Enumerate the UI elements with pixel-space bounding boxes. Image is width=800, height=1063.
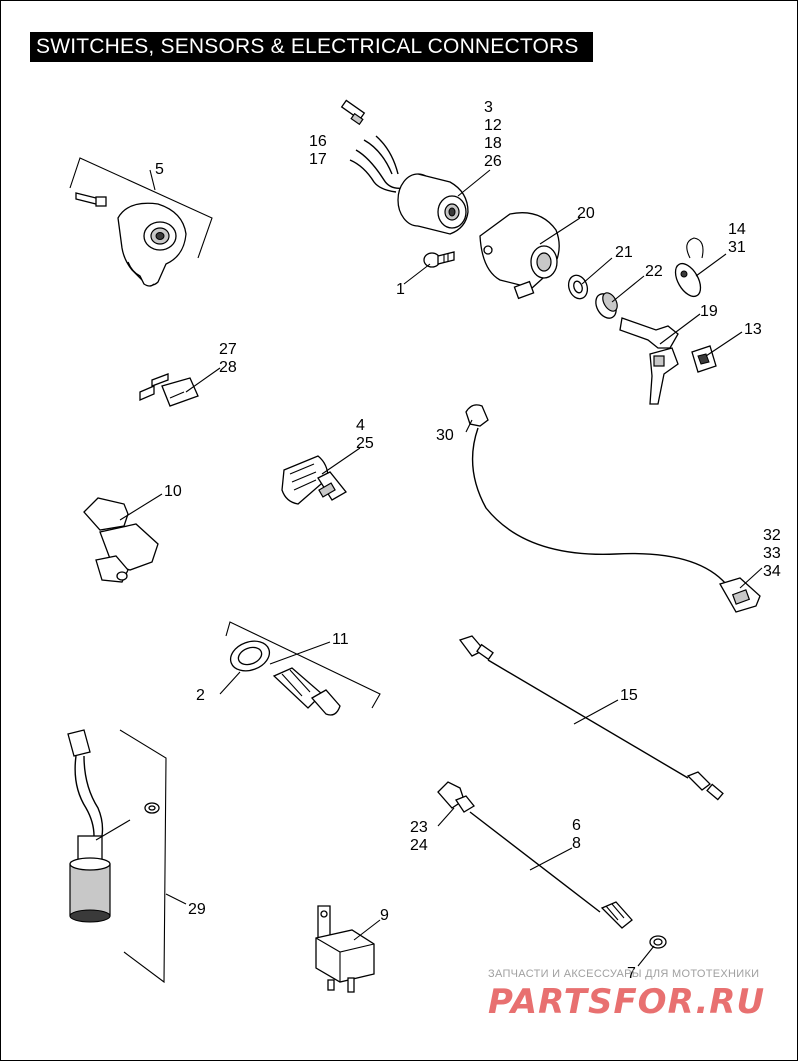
callout-16: 16 <box>309 133 327 150</box>
callout-22: 22 <box>645 263 663 280</box>
callout-17: 17 <box>309 151 327 168</box>
callout-10: 10 <box>164 483 182 500</box>
watermark-logo: PARTSFOR.RU <box>488 982 766 1022</box>
part-29-sender[interactable] <box>67 729 111 923</box>
part-4-pressure-switch[interactable] <box>281 455 347 505</box>
callout-labels: 1 3 12 18 26 16 17 5 20 21 22 14 31 19 1… <box>155 99 781 982</box>
callout-30: 30 <box>436 427 454 444</box>
callout-9: 9 <box>380 907 389 924</box>
callout-11: 11 <box>332 631 349 648</box>
part-20-switch-housing[interactable] <box>479 212 560 300</box>
callout-8: 8 <box>572 835 581 852</box>
callout-12: 12 <box>484 117 502 134</box>
leader-lines <box>95 169 763 967</box>
callout-14: 14 <box>728 221 746 238</box>
part-1-screw[interactable] <box>423 251 455 268</box>
callout-26: 26 <box>484 153 502 170</box>
part-32-connector[interactable] <box>719 577 761 613</box>
callout-7: 7 <box>627 965 636 982</box>
part-11-switch[interactable] <box>272 667 341 716</box>
part-7-ring[interactable] <box>649 935 667 949</box>
page-title: SWITCHES, SENSORS & ELECTRICAL CONNECTOR… <box>30 32 593 62</box>
part-21-washer[interactable] <box>565 273 590 302</box>
part-13-tag[interactable] <box>691 345 717 373</box>
callout-20: 20 <box>577 205 595 222</box>
part-11-bracket[interactable] <box>225 621 381 709</box>
callout-25: 25 <box>356 435 374 452</box>
part-27-fuse[interactable] <box>139 373 199 407</box>
callout-32: 32 <box>763 527 781 544</box>
part-14-key-tag[interactable] <box>670 237 705 301</box>
watermark-tagline: ЗАПЧАСТИ И АКСЕССУАРЫ ДЛЯ МОТОТЕХНИКИ <box>488 968 760 980</box>
callout-13: 13 <box>744 321 762 338</box>
part-30-cable[interactable] <box>465 404 727 585</box>
callout-27: 27 <box>219 341 237 358</box>
part-3-ignition-switch[interactable] <box>349 135 469 235</box>
part-19-keys[interactable] <box>619 317 679 405</box>
callout-34: 34 <box>763 563 781 580</box>
callout-2: 2 <box>196 687 205 704</box>
part-15-cable[interactable] <box>458 635 724 801</box>
callout-18: 18 <box>484 135 502 152</box>
part-29-washer[interactable] <box>144 802 160 814</box>
part-16-fuse[interactable] <box>340 99 366 126</box>
callout-24: 24 <box>410 837 428 854</box>
callout-31: 31 <box>728 239 746 256</box>
callout-4: 4 <box>356 417 365 434</box>
callout-15: 15 <box>620 687 638 704</box>
part-2-washer[interactable] <box>226 636 273 676</box>
callout-6: 6 <box>572 817 581 834</box>
callout-33: 33 <box>763 545 781 562</box>
callout-29: 29 <box>188 901 206 918</box>
part-29-bracket[interactable] <box>119 729 167 984</box>
callout-5: 5 <box>155 161 164 178</box>
part-5-sensor[interactable] <box>69 157 213 287</box>
callout-3: 3 <box>484 99 493 116</box>
callout-23: 23 <box>410 819 428 836</box>
part-9-relay[interactable] <box>315 905 375 993</box>
part-6-sensor-cable[interactable] <box>437 781 633 929</box>
callout-28: 28 <box>219 359 237 376</box>
callout-21: 21 <box>615 244 633 261</box>
part-10-sensor[interactable] <box>83 497 159 583</box>
callout-1: 1 <box>396 281 405 298</box>
part-22-nut[interactable] <box>592 290 621 322</box>
callout-19: 19 <box>700 303 718 320</box>
